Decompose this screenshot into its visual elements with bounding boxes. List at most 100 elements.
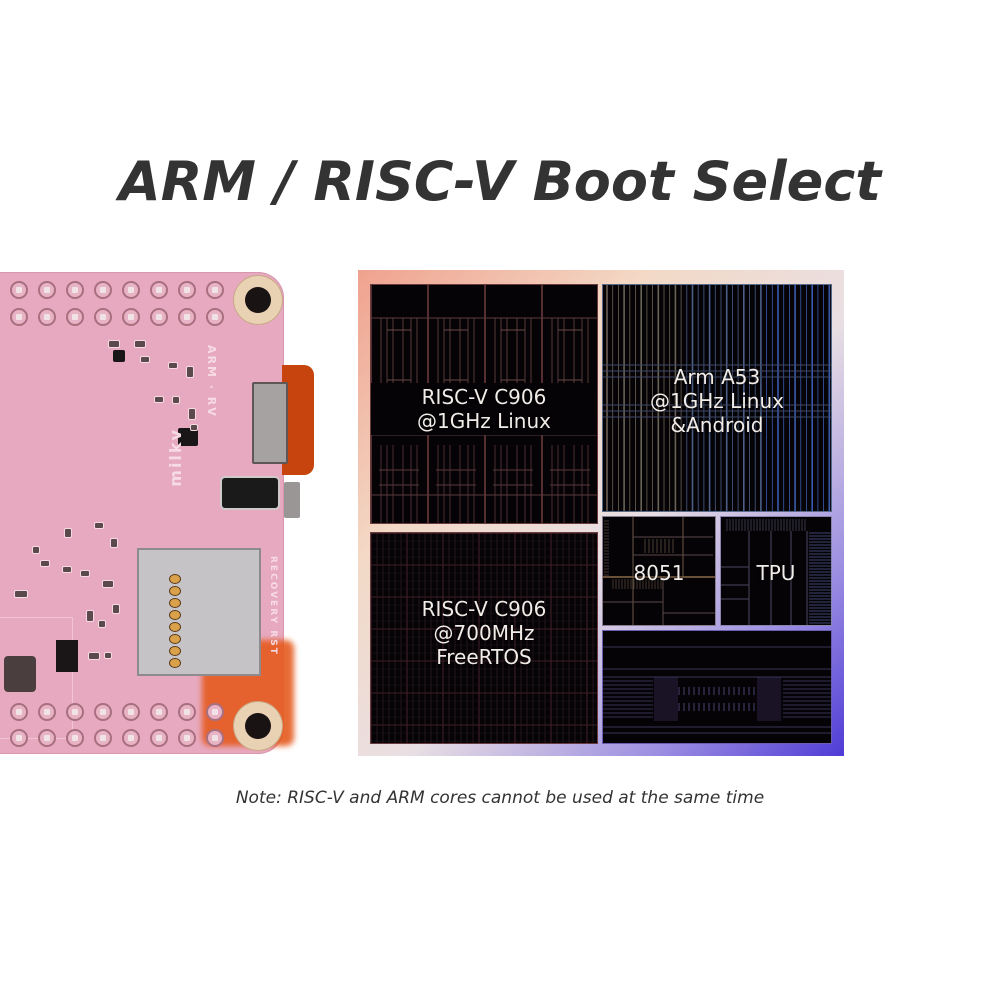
header-pin [150,308,168,326]
smd-part [172,396,180,404]
smd-part [168,362,178,369]
header-pin [10,729,28,747]
smd-part [86,610,94,622]
smd-part [140,356,150,363]
label-line: &Android [670,413,764,437]
tpu-label: TPU [756,561,796,585]
mounting-hole-top [234,276,282,324]
sd-contact [169,610,181,620]
label-line: FreeRTOS [436,645,532,669]
header-pin [10,703,28,721]
die-block-arm-a53: Arm A53 @1GHz Linux &Android [602,284,832,512]
sd-contact [169,634,181,644]
header-pin [38,729,56,747]
header-pin [66,281,84,299]
note-text: Note: RISC-V and ARM cores cannot be use… [235,788,765,808]
smd-part [98,620,106,628]
header-pin [206,281,224,299]
usb-connector-edge [284,482,300,518]
smd-part [188,408,196,420]
header-pin [178,729,196,747]
header-pin [178,308,196,326]
header-pin [38,703,56,721]
header-pin [206,308,224,326]
header-pin [94,703,112,721]
header-pin [66,703,84,721]
die-block-8051: 8051 [602,516,716,626]
page-title: ARM / RISC-V Boot Select [118,150,882,213]
smd-part [110,538,118,548]
header-pin [10,308,28,326]
smd-part [112,604,120,614]
header-pin [150,281,168,299]
mounting-hole-bottom [234,702,282,750]
header-pin [122,729,140,747]
boot-select-switch [252,382,288,464]
smd-part [108,340,120,348]
header-pin [178,703,196,721]
sd-contact [169,574,181,584]
silk-switch-label: ARM · RV [205,345,218,418]
label-line: @1GHz Linux [416,409,551,433]
header-pin [206,729,224,747]
qfn-ic [178,428,198,446]
header-pin [122,703,140,721]
header-pin [122,308,140,326]
smd-part [134,340,146,348]
sd-contact [169,622,181,632]
label-line: @1GHz Linux [649,389,784,413]
block-pattern [371,533,597,743]
label-line: RISC-V C906 [421,385,547,409]
header-pin [66,729,84,747]
label-line: @700MHz [433,621,535,645]
header-pin [150,703,168,721]
die-block-riscv-main: RISC-V C906 @1GHz Linux [370,284,598,524]
smd-part [40,560,50,567]
header-pin [94,729,112,747]
sd-contact [169,646,181,656]
soc-die-diagram: RISC-V C906 @1GHz Linux Arm A53 @1GHz Li… [358,270,844,756]
die-block-riscv-small: RISC-V C906 @700MHz FreeRTOS [370,532,598,744]
block-pattern [603,285,831,511]
die-block-tpu: TPU [720,516,832,626]
header-pin [94,281,112,299]
header-pin [150,729,168,747]
inductor-component [222,478,278,508]
smd-part [14,590,28,598]
smd-part [154,396,164,403]
arm-a53-label: Arm A53 @1GHz Linux &Android [603,365,831,437]
mcu-8051-label: 8051 [633,561,685,585]
smd-part [64,528,72,538]
label-line: Arm A53 [673,365,761,389]
smd-part [62,566,72,573]
block-pattern [721,519,831,625]
microsd-slot [137,548,261,676]
die-block-io [602,630,832,744]
smd-part [32,546,40,554]
soc-footprint [0,617,73,739]
label-line: RISC-V C906 [421,597,547,621]
header-pin [38,308,56,326]
header-pin [206,703,224,721]
smd-part [102,580,114,588]
sd-contact [169,598,181,608]
smd-part [186,366,194,378]
smd-part [104,652,112,659]
riscv-main-label: RISC-V C906 @1GHz Linux [371,383,597,435]
smd-part [94,522,104,529]
sd-contact [169,658,181,668]
silk-buttons-label: RECOVERY RST [268,556,278,656]
riscv-small-label: RISC-V C906 @700MHz FreeRTOS [371,597,597,669]
header-pin [10,281,28,299]
header-pin [94,308,112,326]
block-pattern [603,517,715,625]
block-pattern [603,646,831,734]
header-pin [122,281,140,299]
header-pin [178,281,196,299]
power-inductor [4,656,36,692]
smd-part [190,424,198,431]
smd-part [88,652,100,660]
silk-brand-label: milkv [166,428,185,487]
header-pin [38,281,56,299]
sd-contact [169,586,181,596]
